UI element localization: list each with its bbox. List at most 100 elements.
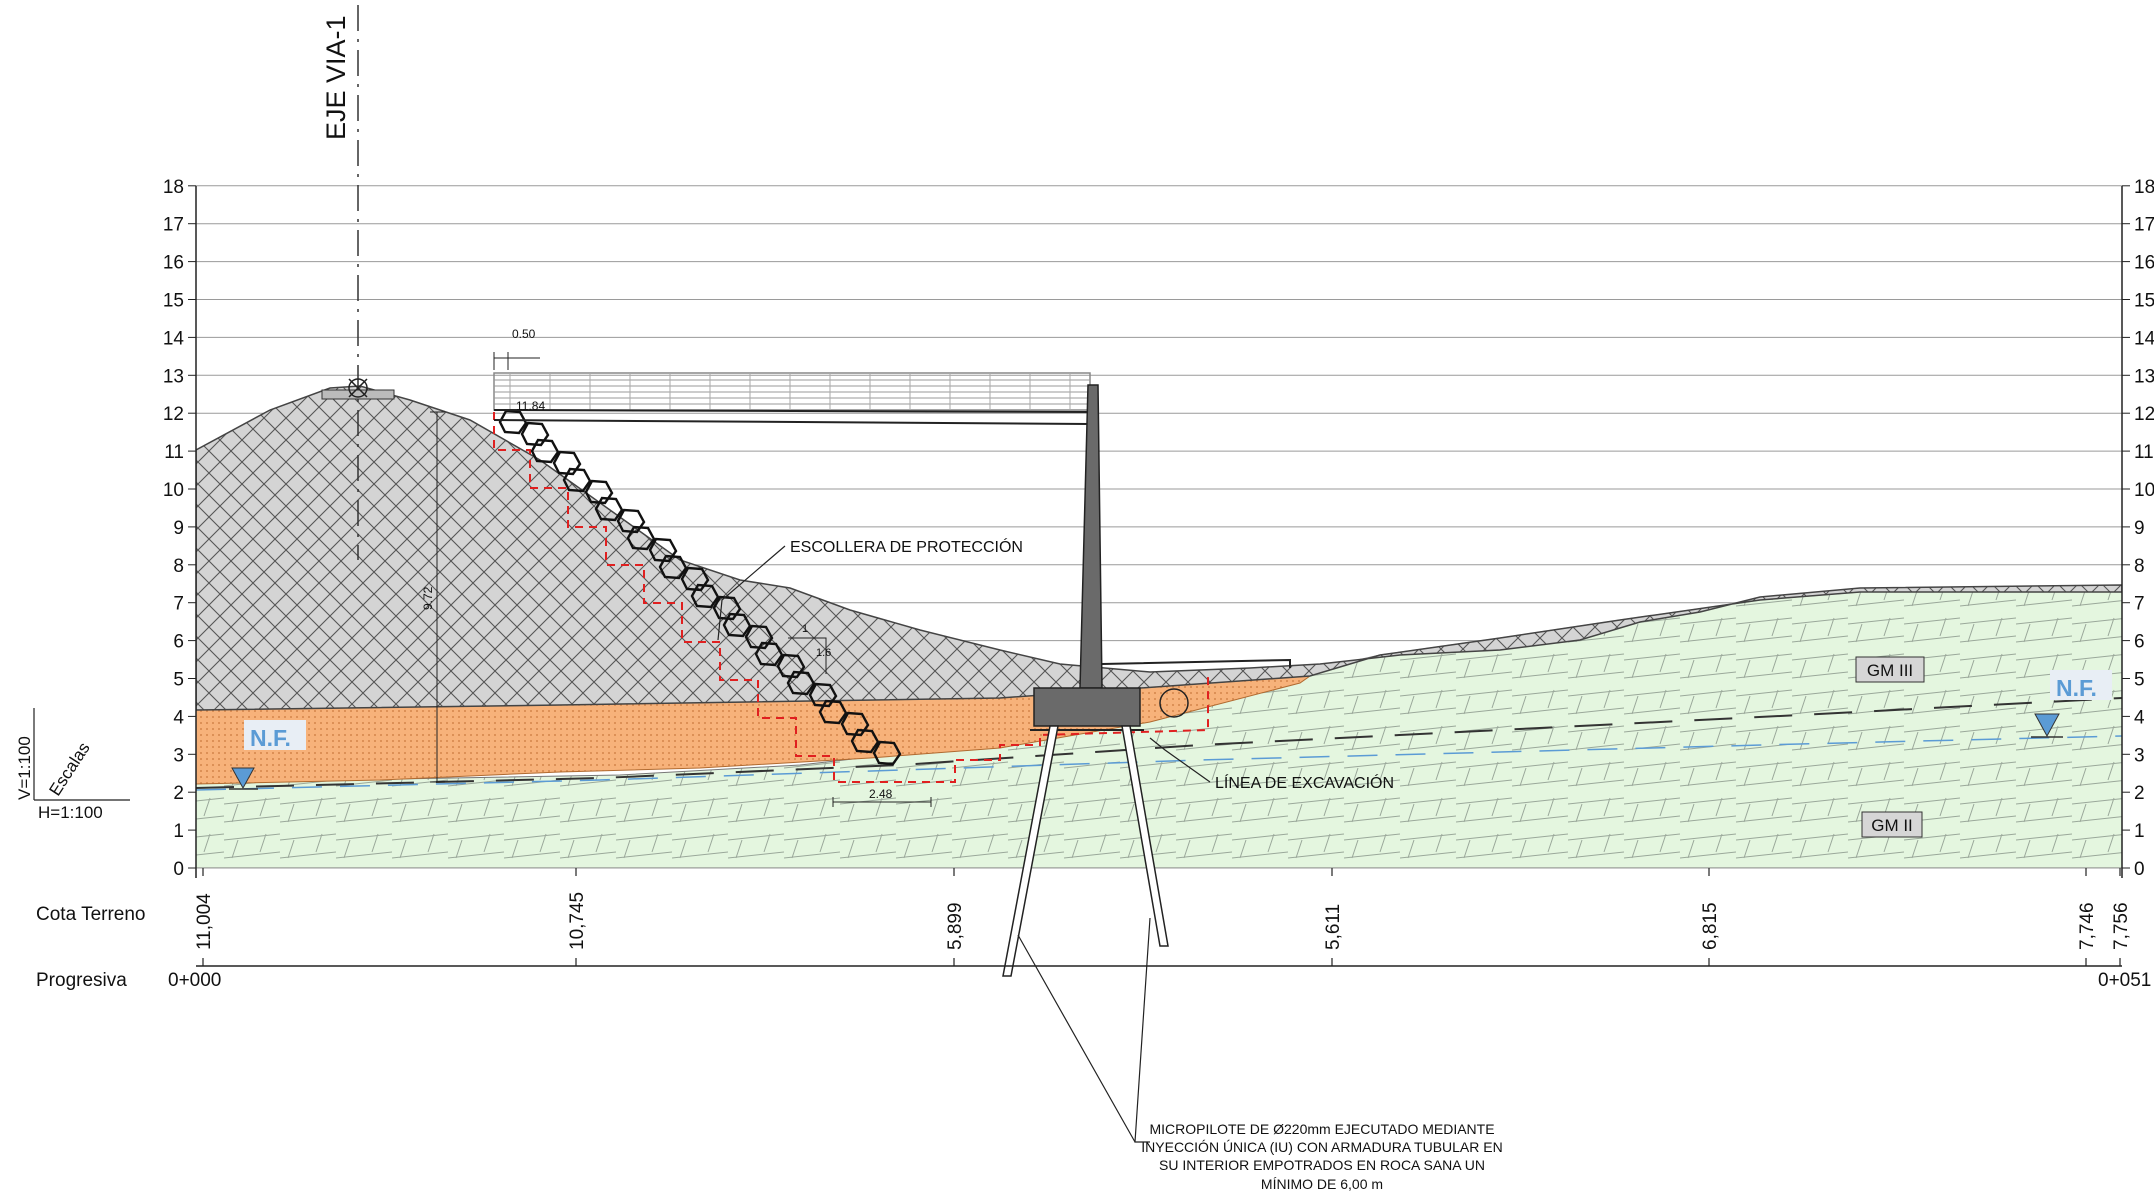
terrain-value: 7,756 (2111, 902, 2132, 950)
water-level-icon (2034, 713, 2060, 738)
fill-embankment (196, 385, 2122, 711)
rock-block (690, 583, 720, 609)
chainage-row-label: Progresiva (36, 970, 127, 991)
frame-lines (195, 186, 2123, 967)
chainage-end: 0+051 (2098, 970, 2151, 991)
y-tick-label: 16 (163, 253, 184, 274)
y-tick-label: 8 (173, 556, 184, 577)
y-tick-label: 17 (2134, 215, 2154, 236)
y-tick-label: 9 (2134, 518, 2145, 539)
water-table (195, 697, 2123, 791)
rock-block (552, 450, 582, 476)
rock-block (744, 624, 774, 650)
nf-marker-left: N.F. (229, 720, 306, 790)
excavation-leader (1149, 737, 1211, 783)
dim-railing-offset: 0.50 (512, 327, 536, 341)
dim-deck-level: 11.84 (516, 399, 545, 413)
y-tick-label: 1 (2134, 821, 2145, 842)
svg-text:N.F.: N.F. (2056, 675, 2097, 701)
y-tick-label: 7 (173, 594, 184, 615)
micropile-leader (1017, 917, 1151, 1143)
y-tick-label: 5 (173, 670, 184, 691)
rock-block (872, 740, 902, 766)
y-tick-label: 12 (163, 404, 184, 425)
rock-block (850, 728, 880, 754)
unit-label-gm2: GM II (1861, 811, 1923, 838)
rock-block (680, 566, 710, 592)
svg-text:SU INTERIOR EMPOTRADOS EN ROCA: SU INTERIOR EMPOTRADOS EN ROCA SANA UN (1159, 1157, 1485, 1173)
y-tick-label: 18 (2134, 177, 2154, 198)
rock-block (648, 537, 678, 563)
terrain-value: 6,815 (1700, 902, 1721, 950)
railing-bars (494, 379, 1090, 405)
rock-block (808, 682, 838, 708)
y-tick-label: 2 (173, 783, 184, 804)
y-tick-label: 10 (2134, 480, 2154, 501)
y-tick-label: 2 (2134, 783, 2145, 804)
svg-text:INYECCIÓN ÚNICA (IU) CON ARMAD: INYECCIÓN ÚNICA (IU) CON ARMADURA TUBULA… (1141, 1139, 1502, 1155)
rock-block (818, 699, 848, 725)
excavation-label: LÍNEA DE EXCAVACIÓN (1215, 773, 1394, 792)
micropile-note: MICROPILOTE DE Ø220mm EJECUTADO MEDIANTE… (1141, 1121, 1502, 1192)
rock-block (840, 711, 870, 737)
terrain-value: 10,745 (567, 892, 588, 950)
y-tick-label: 9 (173, 518, 184, 539)
rock-block (712, 595, 742, 621)
axis-title: EJE VIA-1 (321, 15, 351, 140)
y-tick-label: 17 (163, 215, 184, 236)
y-tick-label: 0 (2134, 859, 2145, 880)
rock-block (754, 641, 784, 667)
rock-block (626, 525, 656, 551)
dim-toe-width: 2.48 (869, 787, 893, 801)
rock-block (562, 467, 592, 493)
y-tick-label: 10 (163, 480, 184, 501)
wall-stem (1079, 384, 1103, 689)
wall-footing (1033, 687, 1141, 727)
svg-text:GM II: GM II (1871, 816, 1913, 835)
svg-text:N.F.: N.F. (250, 725, 291, 751)
y-tick-label: 3 (173, 745, 184, 766)
y-tick-label: 11 (2134, 442, 2154, 463)
y-tick-label: 3 (2134, 745, 2145, 766)
terrain-value: 5,899 (945, 902, 966, 950)
rock-block (658, 554, 688, 580)
y-tick-label: 1 (173, 821, 184, 842)
rockfill-blocks (498, 409, 902, 766)
rockfill-leader (717, 545, 786, 641)
rock-block (786, 670, 816, 696)
y-tick-label: 14 (163, 328, 185, 349)
deck-slab (493, 409, 1091, 425)
terrain-value: 5,611 (1323, 904, 1344, 950)
platform-top (1101, 658, 1291, 668)
water-level-icon (231, 767, 255, 790)
rock-block (498, 409, 528, 435)
y-tick-label: 12 (2134, 404, 2154, 425)
y-tick-label: 16 (2134, 253, 2154, 274)
y-tick-label: 15 (2134, 291, 2154, 312)
dimension-lines (430, 352, 932, 807)
rock-block (594, 496, 624, 522)
scale-vertical: V=1:100 (15, 736, 34, 800)
chainage-start: 0+000 (168, 970, 221, 991)
rock-block (776, 653, 806, 679)
rock-block (520, 421, 550, 447)
road-pavement (321, 389, 395, 400)
y-tick-label: 7 (2134, 594, 2145, 615)
y-tick-label: 8 (2134, 556, 2145, 577)
dim-slope-v: 1 (802, 623, 808, 635)
y-tick-label: 4 (173, 707, 184, 728)
scales-title: Escalas (45, 739, 93, 799)
y-tick-label: 15 (163, 291, 184, 312)
svg-text:MICROPILOTE DE Ø220mm EJECUTAD: MICROPILOTE DE Ø220mm EJECUTADO MEDIANTE (1149, 1121, 1494, 1137)
scales-block: V=1:100 Escalas H=1:100 (15, 708, 130, 822)
micropiles (1002, 725, 1169, 977)
terrain-row-label: Cota Terreno (36, 904, 146, 925)
unit-label-gm3: GM III (1855, 656, 1925, 683)
y-tick-label: 4 (2134, 707, 2145, 728)
y-tick-label: 6 (2134, 632, 2145, 653)
excavation-steps (493, 412, 1209, 783)
